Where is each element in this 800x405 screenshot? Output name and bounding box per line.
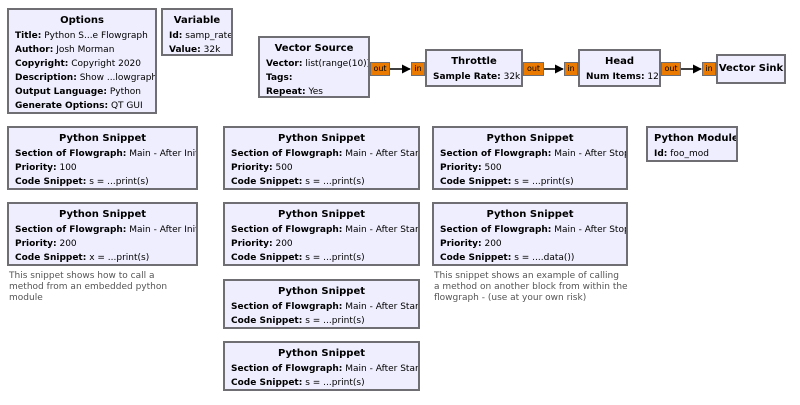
options-title: Options: [60, 15, 104, 26]
vector-sink-title: Vector Sink: [718, 63, 784, 74]
python-snippet-block[interactable]: Python Snippet Section of Flowgraph: Mai…: [432, 126, 628, 190]
options-row-description: Description: Show ...lowgraph: [15, 73, 157, 83]
vector-sink-in-port[interactable]: in: [702, 62, 716, 76]
head-title: Head: [604, 56, 635, 67]
python-snippet-block[interactable]: Python Snippet Section of Flowgraph: Mai…: [223, 126, 420, 190]
snippet-title: Python Snippet: [277, 348, 366, 359]
options-row-generate-options: Generate Options: QT GUI: [15, 101, 143, 111]
python-module-row-id: Id: foo_mod: [654, 149, 709, 159]
comment-line: a method on another block from within th…: [434, 282, 628, 292]
snippet-row-code: Code Snippet: s = ...print(s): [15, 177, 149, 187]
python-snippet-block[interactable]: Python Snippet Section of Flowgraph: Mai…: [7, 202, 198, 266]
snippet-row-code: Code Snippet: s = ...print(s): [231, 316, 365, 326]
vector-source-row-tags: Tags:: [266, 73, 293, 83]
comment-line: This snippet shows how to call a: [9, 271, 155, 281]
snippet-title: Python Snippet: [277, 133, 366, 144]
vector-source-title: Vector Source: [274, 43, 354, 54]
snippet-row-section: Section of Flowgraph: Main - After Init: [15, 149, 198, 159]
python-snippet-block[interactable]: Python Snippet Section of Flowgraph: Mai…: [7, 126, 198, 190]
snippet-title: Python Snippet: [486, 209, 574, 220]
snippet-title: Python Snippet: [277, 286, 366, 297]
snippet-row-priority: Priority: 200: [440, 239, 502, 249]
python-snippet-block[interactable]: Python Snippet Section of Flowgraph: Mai…: [432, 202, 628, 266]
options-row-author: Author: Josh Morman: [15, 45, 115, 55]
vector-source-out-port[interactable]: out: [370, 62, 390, 76]
python-snippet-block[interactable]: Python Snippet Section of Flowgraph: Mai…: [223, 341, 420, 391]
head-block[interactable]: Head Num Items: 12: [578, 49, 661, 87]
snippet-row-code: Code Snippet: s = ...print(s): [231, 378, 365, 388]
snippet-row-section: Section of Flowgraph: Main - After Start: [231, 225, 420, 235]
throttle-row-sample-rate: Sample Rate: 32k: [433, 72, 521, 82]
comment-line: module: [9, 293, 43, 303]
head-out-port[interactable]: out: [661, 62, 681, 76]
snippet-row-code: Code Snippet: s = ...print(s): [231, 177, 365, 187]
variable-row-value: Value: 32k: [169, 45, 221, 55]
comment-line: flowgraph - (use at your own risk): [434, 293, 587, 303]
options-row-title: Title: Python S...e Flowgraph: [15, 31, 148, 41]
vector-source-block[interactable]: Vector Source Vector: list(range(10)) Ta…: [258, 36, 370, 98]
comment-line: This snippet shows an example of calling: [434, 271, 619, 281]
snippet-row-section: Section of Flowgraph: Main - After Stop: [440, 225, 628, 235]
comment-other-block: This snippet shows an example of calling…: [434, 271, 628, 304]
throttle-block[interactable]: Throttle Sample Rate: 32k: [425, 49, 523, 87]
python-snippet-block[interactable]: Python Snippet Section of Flowgraph: Mai…: [223, 279, 420, 329]
snippet-row-priority: Priority: 200: [15, 239, 77, 249]
snippet-title: Python Snippet: [58, 209, 147, 220]
python-snippet-block[interactable]: Python Snippet Section of Flowgraph: Mai…: [223, 202, 420, 266]
options-row-output-language: Output Language: Python: [15, 87, 142, 97]
throttle-out-port[interactable]: out: [523, 62, 544, 76]
comment-line: method from an embedded python: [9, 282, 168, 292]
vector-source-row-repeat: Repeat: Yes: [266, 87, 323, 97]
snippet-row-section: Section of Flowgraph: Main - After Stop: [440, 149, 628, 159]
head-row-num-items: Num Items: 12: [586, 72, 659, 82]
vector-sink-block[interactable]: Vector Sink: [716, 54, 786, 84]
snippet-title: Python Snippet: [486, 133, 574, 144]
snippet-title: Python Snippet: [58, 133, 147, 144]
python-module-block[interactable]: Python Module Id: foo_mod: [646, 126, 738, 162]
options-block[interactable]: Options Title: Python S...e Flowgraph Au…: [7, 8, 157, 114]
snippet-title: Python Snippet: [277, 209, 366, 220]
throttle-in-port[interactable]: in: [411, 62, 425, 76]
head-in-port[interactable]: in: [564, 62, 578, 76]
snippet-row-code: Code Snippet: s = ...print(s): [231, 253, 365, 263]
variable-title: Variable: [173, 15, 221, 26]
options-row-copyright: Copyright: Copyright 2020: [15, 59, 141, 69]
snippet-row-section: Section of Flowgraph: Main - After Init: [15, 225, 198, 235]
snippet-row-priority: Priority: 500: [440, 163, 502, 173]
python-module-title: Python Module: [654, 133, 738, 144]
variable-row-id: Id: samp_rate: [169, 31, 233, 41]
snippet-row-section: Section of Flowgraph: Main - After Start: [231, 302, 420, 312]
variable-block[interactable]: Variable Id: samp_rate Value: 32k: [161, 8, 233, 56]
snippet-row-priority: Priority: 500: [231, 163, 293, 173]
throttle-title: Throttle: [451, 56, 497, 67]
snippet-row-code: Code Snippet: s = ...print(s): [440, 177, 574, 187]
snippet-row-priority: Priority: 100: [15, 163, 77, 173]
snippet-row-code: Code Snippet: x = ...print(s): [15, 253, 150, 263]
snippet-row-code: Code Snippet: s = ....data()): [440, 253, 575, 263]
snippet-row-section: Section of Flowgraph: Main - After Start: [231, 149, 420, 159]
snippet-row-section: Section of Flowgraph: Main - After Start: [231, 364, 420, 374]
snippet-row-priority: Priority: 200: [231, 239, 293, 249]
vector-source-row-vector: Vector: list(range(10)): [266, 59, 370, 69]
